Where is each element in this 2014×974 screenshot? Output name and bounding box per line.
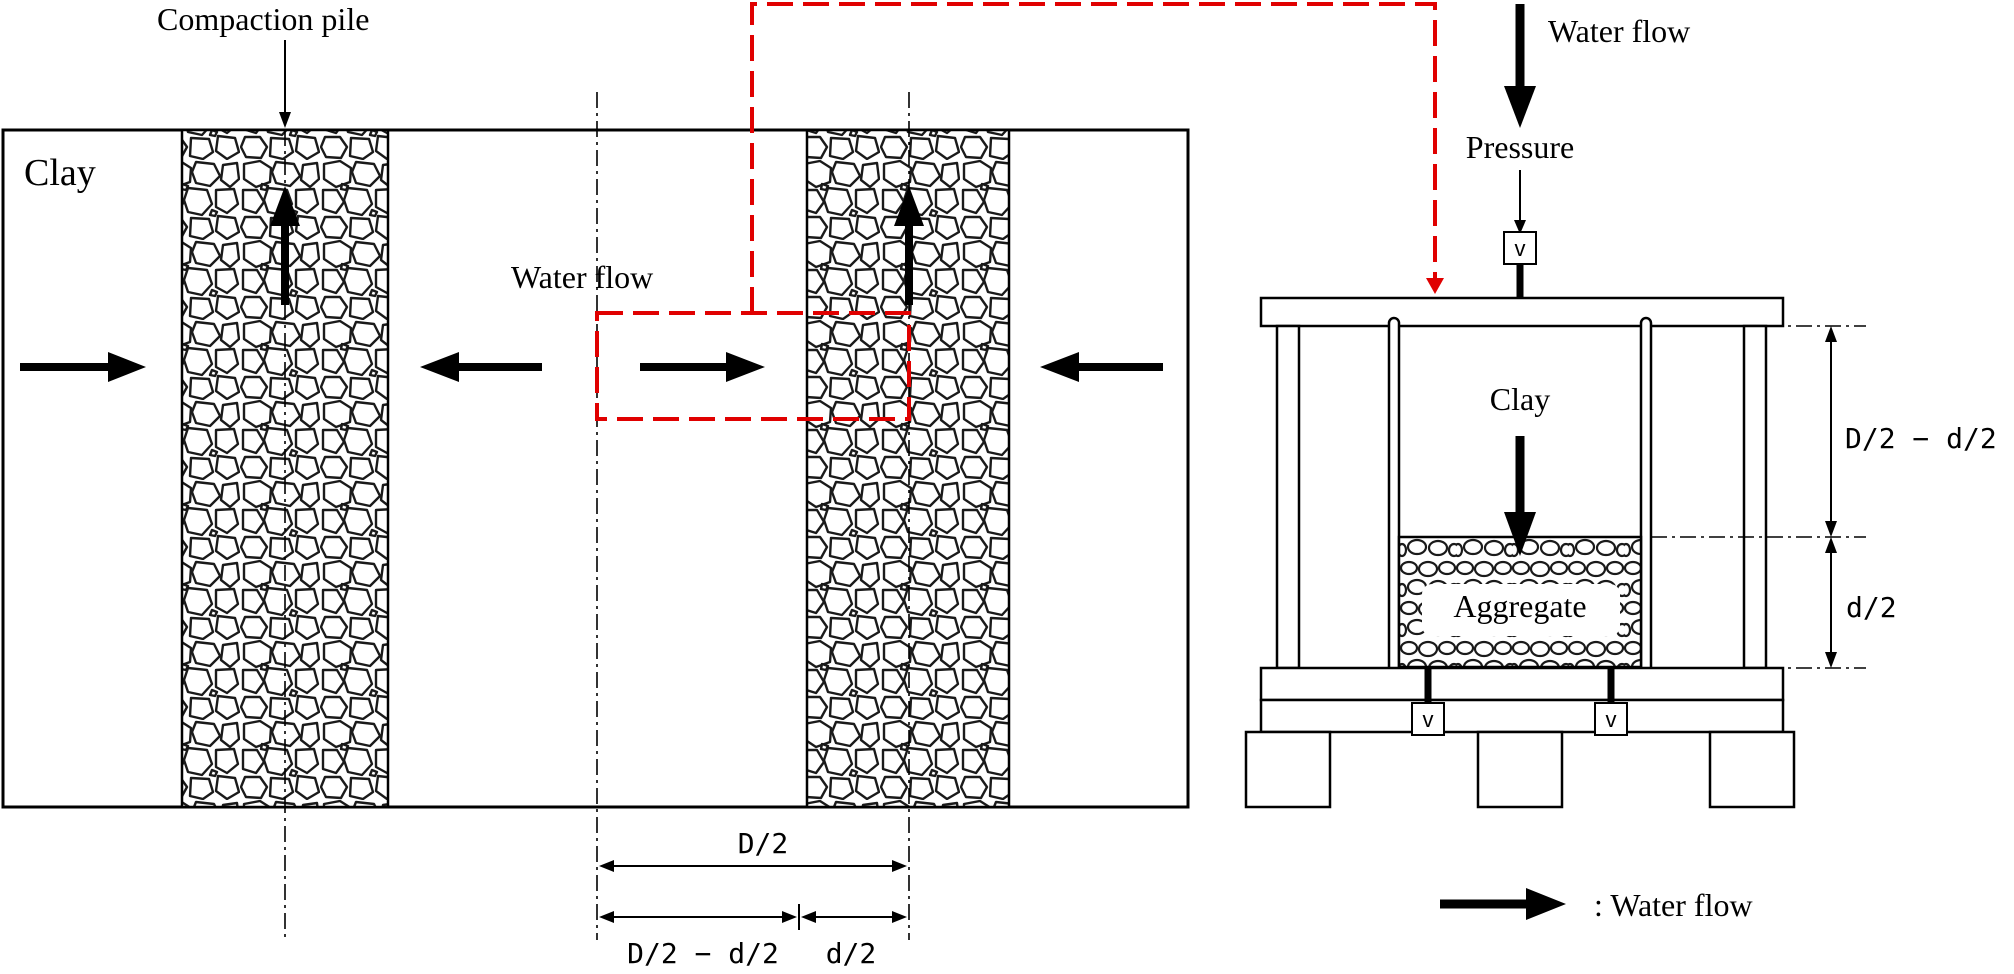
clay-label-left: Clay: [24, 152, 96, 194]
water-flow-arrow-2: [420, 352, 542, 382]
highlight-region: [595, 2, 1437, 421]
valve-top-label: v: [1515, 236, 1526, 261]
valve-bottom-left-label: v: [1423, 707, 1434, 732]
dimension-small-d-half-label: d/2: [826, 937, 877, 970]
water-flow-arrow-1: [20, 352, 146, 382]
compaction-pile-label: Compaction pile: [157, 1, 369, 37]
dimension-d-minus-label: D/2 − d/2: [627, 937, 779, 970]
water-flow-arrow-3: [640, 352, 765, 382]
center-lines: [284, 92, 910, 940]
dimension-lower: D/2 − d/2 d/2: [599, 904, 907, 970]
ground-section: Clay Compaction pile: [1, 1, 1190, 970]
pile-upflow-arrow-right: [894, 186, 924, 305]
foot-left: [1244, 730, 1332, 809]
dimension-d-half: D/2: [599, 827, 907, 872]
valve-bottom-right: [1594, 702, 1628, 736]
valve-bottom-right-label: v: [1606, 707, 1617, 732]
valve-top: [1503, 231, 1537, 265]
water-flow-arrow-top: [1504, 4, 1536, 128]
frame-post-left: [1275, 324, 1301, 670]
apparatus-dimension-lower: d/2: [1825, 537, 1897, 668]
clay-downflow-arrow: [1504, 436, 1536, 556]
cylinder-wall-left: [1387, 316, 1401, 682]
water-flow-label-top: Water flow: [1548, 13, 1690, 49]
foot-center: [1476, 730, 1564, 809]
legend: : Water flow: [1440, 887, 1753, 923]
loading-plate: [1259, 296, 1785, 328]
apparatus-d-minus-label: D/2 − d/2: [1845, 422, 1997, 455]
base-plate-lower: [1259, 698, 1785, 734]
frame-post-right: [1742, 324, 1768, 670]
aggregate-label: Aggregate: [1453, 588, 1586, 624]
legend-arrow-icon: [1526, 888, 1566, 920]
foot-right: [1708, 730, 1796, 809]
test-apparatus: Water flow Pressure v Aggregate Clay: [1244, 4, 1997, 809]
compaction-pile-pointer: [279, 40, 291, 128]
legend-label: : Water flow: [1594, 887, 1753, 923]
base-plate-upper: [1259, 666, 1785, 702]
apparatus-dimension-upper: D/2 − d/2: [1825, 326, 1997, 537]
pressure-label: Pressure: [1466, 129, 1574, 165]
apparatus-dimension-guides: [1651, 325, 1866, 669]
highlight-connector: [750, 2, 1437, 313]
clay-label-right: Clay: [1490, 381, 1550, 417]
valve-bottom-left: [1411, 702, 1445, 736]
water-flow-label-mid: Water flow: [511, 259, 653, 295]
cylinder-wall-right: [1639, 316, 1653, 682]
water-flow-arrow-4: [1040, 352, 1163, 382]
apparatus-d-half-label: d/2: [1846, 591, 1897, 624]
dimension-d-half-label: D/2: [738, 827, 789, 860]
highlight-connector-arrowhead: [1426, 278, 1444, 294]
pile-upflow-arrow-left: [270, 186, 300, 305]
